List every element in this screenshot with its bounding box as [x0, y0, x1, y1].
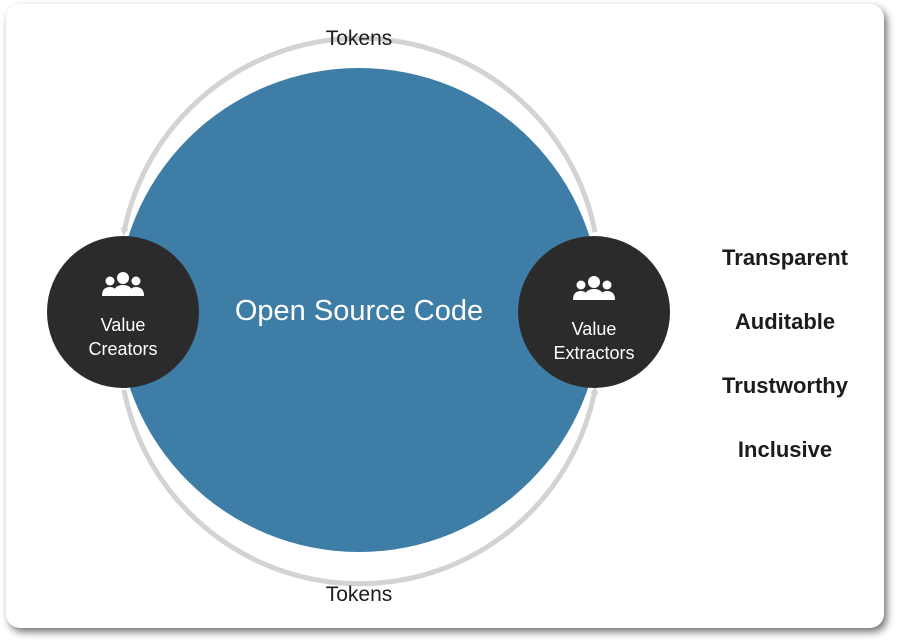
value-extractors-label-line2: Extractors — [553, 343, 634, 363]
top-tokens-label: Tokens — [326, 27, 393, 50]
open-source-code-circle — [117, 68, 601, 552]
property-trustworthy: Trustworthy — [722, 373, 848, 398]
property-transparent: Transparent — [722, 245, 848, 270]
bottom-flow-arrow — [121, 386, 599, 587]
value-creators-label-line2: Creators — [88, 339, 157, 359]
value-creators-node: Value Creators — [47, 236, 199, 388]
value-extractors-label-line1: Value — [572, 319, 617, 339]
top-flow-arrow — [120, 35, 598, 236]
group-icon — [102, 272, 144, 296]
value-extractors-node: Value Extractors — [518, 236, 670, 388]
group-icon — [573, 276, 615, 300]
value-creators-label-line1: Value — [101, 315, 146, 335]
center-label: Open Source Code — [235, 295, 483, 327]
bottom-tokens-label: Tokens — [326, 583, 393, 606]
property-inclusive: Inclusive — [737, 437, 833, 462]
property-auditable: Auditable — [734, 309, 836, 334]
properties-list: Transparent Auditable Trustworthy Inclus… — [700, 240, 870, 496]
